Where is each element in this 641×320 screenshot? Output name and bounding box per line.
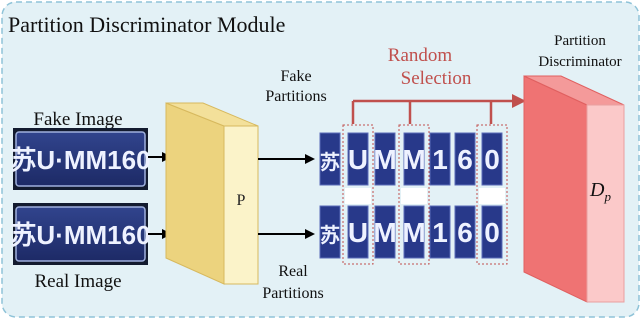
fake-partitions-label-line2: Partitions — [265, 88, 326, 105]
real-plate-text: 苏U·MM160 — [10, 220, 150, 250]
fake-partitions-label-line1: Fake — [280, 68, 311, 85]
real-partition-1: 苏 — [319, 205, 341, 259]
partition-discriminator-label-line2: Discriminator — [538, 54, 621, 70]
real-partition-char-4: M — [402, 217, 425, 248]
fake-plate-text: 苏U·MM160 — [10, 145, 150, 175]
selection-boxes — [342, 124, 508, 265]
dp-subscript: p — [603, 189, 611, 204]
random-selection-arrow — [351, 94, 526, 124]
real-partition-2: U — [347, 205, 369, 259]
fake-partition-char-4: M — [402, 144, 425, 175]
real-plate-image: 苏U·MM160 — [10, 203, 151, 265]
random-selection-label-line2: Selection — [401, 68, 472, 89]
fake-partition-5: 1 — [429, 132, 451, 186]
real-partition-char-5: 1 — [432, 217, 448, 248]
real-partitions-label-line2: Partitions — [262, 285, 323, 302]
selected-partition-7 — [476, 124, 508, 265]
real-partition-6: 6 — [454, 205, 476, 259]
fake-partition-char-3: M — [373, 144, 396, 175]
real-partition-char-6: 6 — [457, 217, 473, 248]
fake-partition-char-7: 0 — [484, 144, 500, 175]
real-image-label: Real Image — [34, 271, 121, 292]
dp-block: Dp — [523, 75, 625, 303]
fake-partition-3: M — [373, 132, 397, 186]
real-partition-char-7: 0 — [484, 217, 500, 248]
real-partition-char-1: 苏 — [320, 224, 340, 247]
real-partition-7: 0 — [481, 205, 503, 259]
real-partition-5: 1 — [429, 205, 451, 259]
real-partition-char-3: M — [373, 217, 396, 248]
fake-image-label: Fake Image — [33, 109, 122, 130]
fake-partition-char-2: U — [348, 144, 368, 175]
dp-block-label: Dp — [589, 179, 611, 204]
fake-partition-char-6: 6 — [457, 144, 473, 175]
real-partitions-label-line1: Real — [278, 263, 308, 280]
random-selection-label-line1: Random — [388, 45, 453, 66]
partition-discriminator-label-line1: Partition — [554, 33, 606, 49]
fake-partition-char-5: 1 — [432, 144, 448, 175]
real-partition-3: M — [373, 205, 397, 259]
fake-partition-6: 6 — [454, 132, 476, 186]
fake-partition-4: M — [402, 132, 426, 186]
fake-partition-char-1: 苏 — [320, 151, 340, 174]
selected-partition-2 — [342, 124, 374, 265]
p-block: P — [165, 102, 259, 285]
real-partition-char-2: U — [348, 217, 368, 248]
selected-partition-4 — [398, 124, 430, 265]
real-partition-4: M — [402, 205, 426, 259]
fake-partition-2: U — [347, 132, 369, 186]
module-title: Partition Discriminator Module — [8, 12, 285, 37]
dp-main-symbol: D — [589, 179, 605, 201]
p-block-label: P — [237, 192, 246, 209]
fake-plate-image: 苏U·MM160 — [10, 128, 151, 190]
fake-partition-1: 苏 — [319, 132, 341, 186]
fake-partition-7: 0 — [481, 132, 503, 186]
